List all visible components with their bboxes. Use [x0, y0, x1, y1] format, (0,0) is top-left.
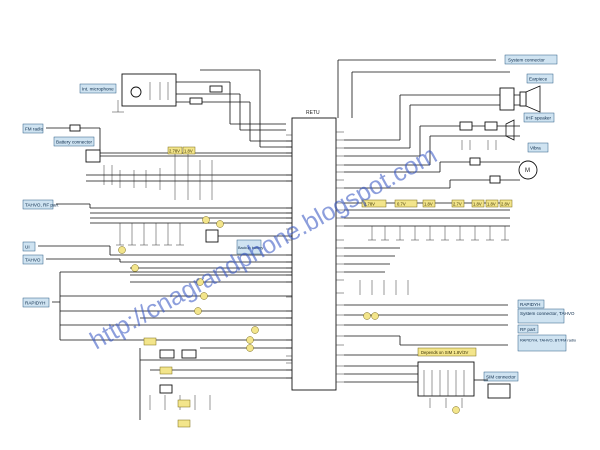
earpiece-body — [499, 87, 515, 111]
earpiece-tag — [526, 73, 554, 84]
system-connector-tag — [504, 54, 558, 65]
ui-tag — [22, 241, 36, 252]
battery-connector — [85, 149, 101, 163]
int-microphone-tag — [79, 83, 117, 94]
svg-text:2.8V: 2.8V — [501, 202, 510, 207]
svg-text:M: M — [525, 168, 530, 174]
svg-text:Int. microphone: Int. microphone — [82, 87, 114, 92]
svg-text:2.78V: 2.78V — [169, 149, 180, 154]
svg-text:Depends on SIM 1.8V/3V: Depends on SIM 1.8V/3V — [421, 350, 468, 355]
svg-text:UI: UI — [25, 245, 30, 250]
microphone-icon — [130, 86, 142, 98]
svg-text:System connector, TAHVO: System connector, TAHVO — [520, 311, 575, 316]
sim-connector-tag — [483, 371, 519, 382]
svg-text:2.7V: 2.7V — [453, 202, 462, 207]
svg-text:1.8V: 1.8V — [473, 202, 482, 207]
earpiece-speaker-icon — [525, 85, 541, 113]
ihf-speaker-tag — [523, 112, 555, 123]
vibra-motor-icon — [518, 160, 538, 180]
svg-text:FM radio: FM radio — [25, 127, 44, 132]
svg-text:TAHVO, RF part: TAHVO, RF part — [25, 203, 59, 208]
svg-text:1.8V: 1.8V — [184, 149, 193, 154]
ihf-speaker-icon — [505, 119, 515, 141]
tahvo-tag — [22, 254, 44, 265]
backup-battery-icon — [205, 229, 219, 243]
svg-text:Earpiece: Earpiece — [529, 77, 548, 82]
right-voltage-tags: 2.78V 0.7V 1.8V 2.7V 1.8V 1.8V 2.8V — [361, 199, 513, 208]
retu-ic — [291, 117, 337, 391]
rapidyh-tag — [22, 297, 50, 308]
sim-connector — [487, 383, 511, 399]
svg-text:1.8V: 1.8V — [424, 202, 433, 207]
depends-on-sim-tag — [417, 347, 477, 357]
svg-text:IHF speaker: IHF speaker — [526, 116, 551, 121]
svg-text:1.8V: 1.8V — [487, 202, 496, 207]
svg-text:RAPIDYH: RAPIDYH — [25, 301, 45, 306]
backup-battery-tag — [236, 239, 262, 255]
svg-text:SIM connector: SIM connector — [486, 375, 516, 380]
rapidyh-tahvo-bt-fm-tag — [517, 334, 567, 352]
sim-interface-block — [417, 361, 475, 397]
svg-text:Vibra: Vibra — [530, 146, 541, 151]
svg-text:RAPIDYH, TAHVO, BT/FM radio: RAPIDYH, TAHVO, BT/FM radio — [520, 338, 576, 343]
svg-text:RF part: RF part — [520, 327, 536, 332]
rapidyh-right-tag — [517, 299, 545, 309]
svg-text:Backup battery: Backup battery — [238, 246, 263, 250]
svg-text:TAHVO: TAHVO — [25, 258, 41, 263]
rf-part-tag — [517, 324, 539, 334]
svg-text:Battery connector: Battery connector — [56, 140, 92, 145]
bus-junction-markers — [118, 246, 259, 352]
fm-radio-tag — [22, 123, 44, 134]
svg-text:0.7V: 0.7V — [397, 202, 406, 207]
vibra-tag — [527, 142, 549, 153]
retu-label: RETU — [306, 110, 320, 116]
svg-text:RAPIDYH: RAPIDYH — [520, 302, 540, 307]
svg-text:System connector: System connector — [508, 58, 545, 63]
system-connector-tahvo-tag — [517, 308, 565, 324]
tahvo-rf-part-tag — [22, 199, 54, 210]
battery-connector-tag — [53, 136, 95, 147]
svg-text:2.78V: 2.78V — [364, 202, 375, 207]
